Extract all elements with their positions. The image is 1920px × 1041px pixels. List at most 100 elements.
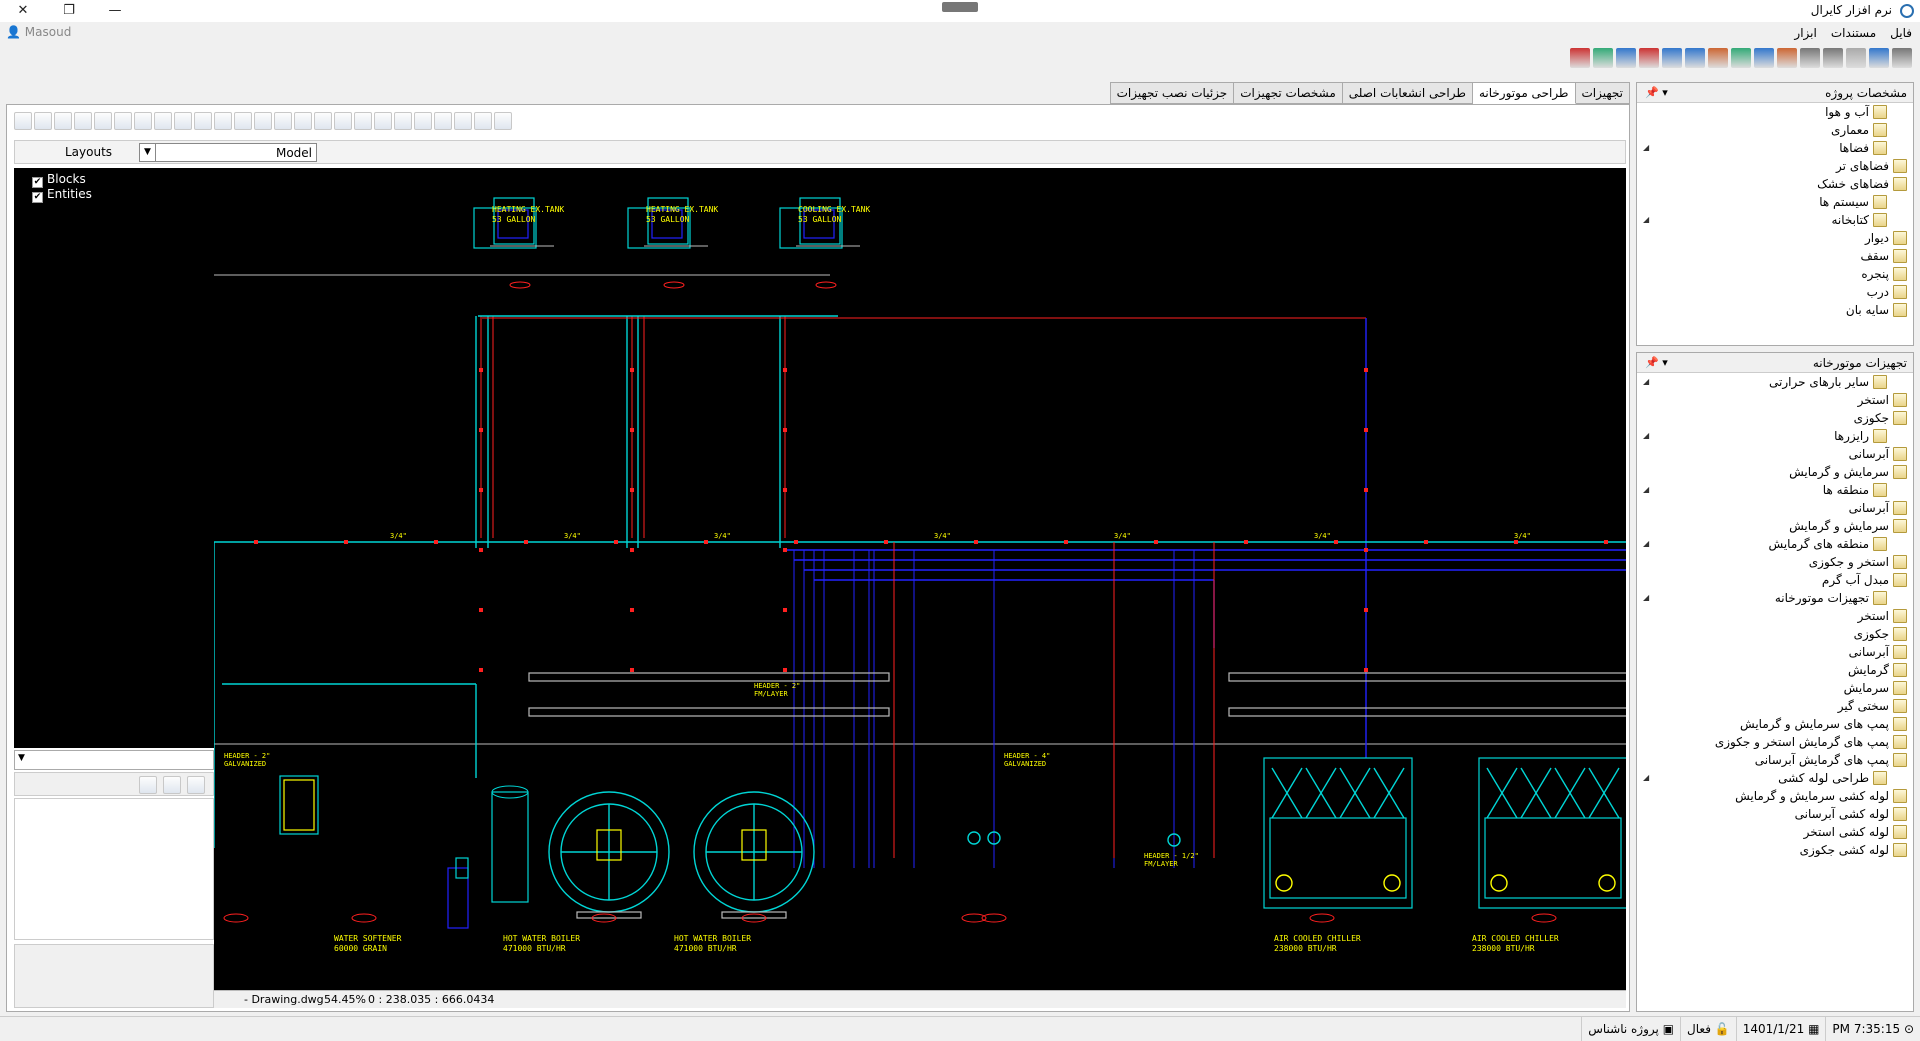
tree-item[interactable]: فضاهای خشک	[1637, 175, 1913, 193]
tree-item[interactable]: پمپ های گرمایش استخر و جکوزی	[1637, 733, 1913, 751]
sort-az-icon[interactable]	[163, 776, 181, 794]
copy-icon[interactable]	[1685, 48, 1705, 68]
tree-item[interactable]: منطقه های گرمایش◢	[1637, 535, 1913, 553]
tree-item[interactable]: فضاها◢	[1637, 139, 1913, 157]
zoom-window-icon[interactable]	[154, 112, 172, 130]
tree-item-blocks[interactable]: ✔Blocks	[32, 172, 86, 188]
tree-item[interactable]: استخر	[1637, 391, 1913, 409]
print-icon[interactable]	[374, 112, 392, 130]
tree-item[interactable]: لوله کشی آبرسانی	[1637, 805, 1913, 823]
tree-item[interactable]: دیوار	[1637, 229, 1913, 247]
categorized-icon[interactable]	[139, 776, 157, 794]
tree-item[interactable]: سقف	[1637, 247, 1913, 265]
chevron-down-icon[interactable]: ▼	[140, 144, 156, 161]
tab-installation-details[interactable]: جزئیات نصب تجهیزات	[1109, 82, 1235, 104]
tree-item-entities[interactable]: ✔Entities	[32, 187, 92, 203]
tree-item[interactable]: جکوزی	[1637, 409, 1913, 427]
report-icon[interactable]	[1754, 48, 1774, 68]
tree-item[interactable]: درب	[1637, 283, 1913, 301]
tree-item[interactable]: مبدل آب گرم	[1637, 571, 1913, 589]
tree-item[interactable]: منطقه ها◢	[1637, 481, 1913, 499]
tree-item[interactable]: کتابخانه◢	[1637, 211, 1913, 229]
tab-equipment-specs[interactable]: مشخصات تجهیزات	[1233, 82, 1343, 104]
save-icon[interactable]	[1593, 48, 1613, 68]
layouts-select[interactable]: ▼ Model	[139, 143, 317, 162]
tree-item[interactable]: سایر بارهای حرارتی◢	[1637, 373, 1913, 391]
export-icon[interactable]	[94, 112, 112, 130]
fit-icon[interactable]	[294, 112, 312, 130]
snap-icon[interactable]	[454, 112, 472, 130]
add-icon[interactable]	[1662, 48, 1682, 68]
wand-icon[interactable]	[1846, 48, 1866, 68]
layer-icon[interactable]	[134, 112, 152, 130]
export-icon[interactable]	[1616, 48, 1636, 68]
property-pages-icon[interactable]	[187, 776, 205, 794]
tab-engine-room-design[interactable]: طراحی موتورخانه	[1471, 82, 1576, 104]
pointer-icon[interactable]	[434, 112, 452, 130]
tree-item[interactable]: لوله کشی سرمایش و گرمایش	[1637, 787, 1913, 805]
tree-item[interactable]: آب و هوا	[1637, 103, 1913, 121]
expand-icon[interactable]: ◢	[1643, 377, 1650, 386]
save-icon[interactable]	[74, 112, 92, 130]
text-icon[interactable]	[314, 112, 332, 130]
tree-item[interactable]: طراحی لوله کشی◢	[1637, 769, 1913, 787]
tree-item[interactable]: لوله کشی استخر	[1637, 823, 1913, 841]
dropdown-icon[interactable]	[174, 112, 192, 130]
tab-main-branches-design[interactable]: طراحی انشعابات اصلی	[1341, 82, 1473, 104]
color-icon[interactable]	[274, 112, 292, 130]
menu-file[interactable]: فایل	[1890, 26, 1912, 40]
tree-item[interactable]: فضاهای تر	[1637, 157, 1913, 175]
settings-icon[interactable]	[1800, 48, 1820, 68]
chevron-down-icon[interactable]: ▼	[18, 753, 25, 763]
home-icon[interactable]	[1708, 48, 1728, 68]
restore-icon[interactable]: ❐	[63, 3, 75, 18]
tree-item[interactable]: پنجره	[1637, 265, 1913, 283]
tree-item[interactable]: تجهیزات موتورخانه◢	[1637, 589, 1913, 607]
expand-icon[interactable]: ◢	[1643, 143, 1650, 152]
delete-icon[interactable]	[1639, 48, 1659, 68]
pin-icon[interactable]: 📌 ▾	[1645, 356, 1668, 369]
pointer-icon[interactable]	[1892, 48, 1912, 68]
tree-item[interactable]: استخر	[1637, 607, 1913, 625]
tree-item[interactable]: آبرسانی	[1637, 499, 1913, 517]
paste-icon[interactable]	[214, 112, 232, 130]
menu-tools[interactable]: ابزار	[1794, 26, 1817, 40]
drag-handle[interactable]	[942, 2, 978, 12]
tree-item[interactable]: سایه بان	[1637, 301, 1913, 319]
new-icon[interactable]	[1777, 48, 1797, 68]
properties-combo[interactable]: ▼	[14, 750, 214, 770]
pen-icon[interactable]	[1869, 48, 1889, 68]
settings-icon[interactable]	[494, 112, 512, 130]
tree-item[interactable]: آبرسانی	[1637, 643, 1913, 661]
zoom-in-icon[interactable]	[34, 112, 52, 130]
gear-icon[interactable]	[1823, 48, 1843, 68]
tree-item[interactable]: پمپ های گرمایش آبرسانی	[1637, 751, 1913, 769]
tree-item[interactable]: آبرسانی	[1637, 445, 1913, 463]
menu-documents[interactable]: مستندات	[1830, 26, 1877, 40]
print-preview-icon[interactable]	[114, 112, 132, 130]
tree-item[interactable]: سرمایش	[1637, 679, 1913, 697]
expand-icon[interactable]: ◢	[1643, 431, 1650, 440]
table-icon[interactable]	[1731, 48, 1751, 68]
zoom-out-icon[interactable]	[54, 112, 72, 130]
expand-icon[interactable]: ◢	[1643, 773, 1650, 782]
tree-item[interactable]: گرمایش	[1637, 661, 1913, 679]
tree-item[interactable]: لوله کشی جکوزی	[1637, 841, 1913, 859]
list-icon[interactable]	[234, 112, 252, 130]
close-icon[interactable]: ✕	[17, 3, 29, 18]
tree-item[interactable]: استخر و جکوزی	[1637, 553, 1913, 571]
tree-item[interactable]: جکوزی	[1637, 625, 1913, 643]
tree-item[interactable]: سرمایش و گرمایش	[1637, 517, 1913, 535]
checkbox-icon[interactable]: ✔	[32, 192, 43, 203]
clipboard-icon[interactable]	[474, 112, 492, 130]
expand-icon[interactable]: ◢	[1643, 539, 1650, 548]
tree-item[interactable]: پمپ های سرمایش و گرمایش	[1637, 715, 1913, 733]
folder-icon[interactable]	[1570, 48, 1590, 68]
tree-item[interactable]: معماری	[1637, 121, 1913, 139]
expand-icon[interactable]: ◢	[1643, 593, 1650, 602]
circle-icon[interactable]	[254, 112, 272, 130]
expand-icon[interactable]: ◢	[1643, 485, 1650, 494]
tab-equipment[interactable]: تجهیزات	[1574, 82, 1630, 104]
checkbox-icon[interactable]: ✔	[32, 177, 43, 188]
